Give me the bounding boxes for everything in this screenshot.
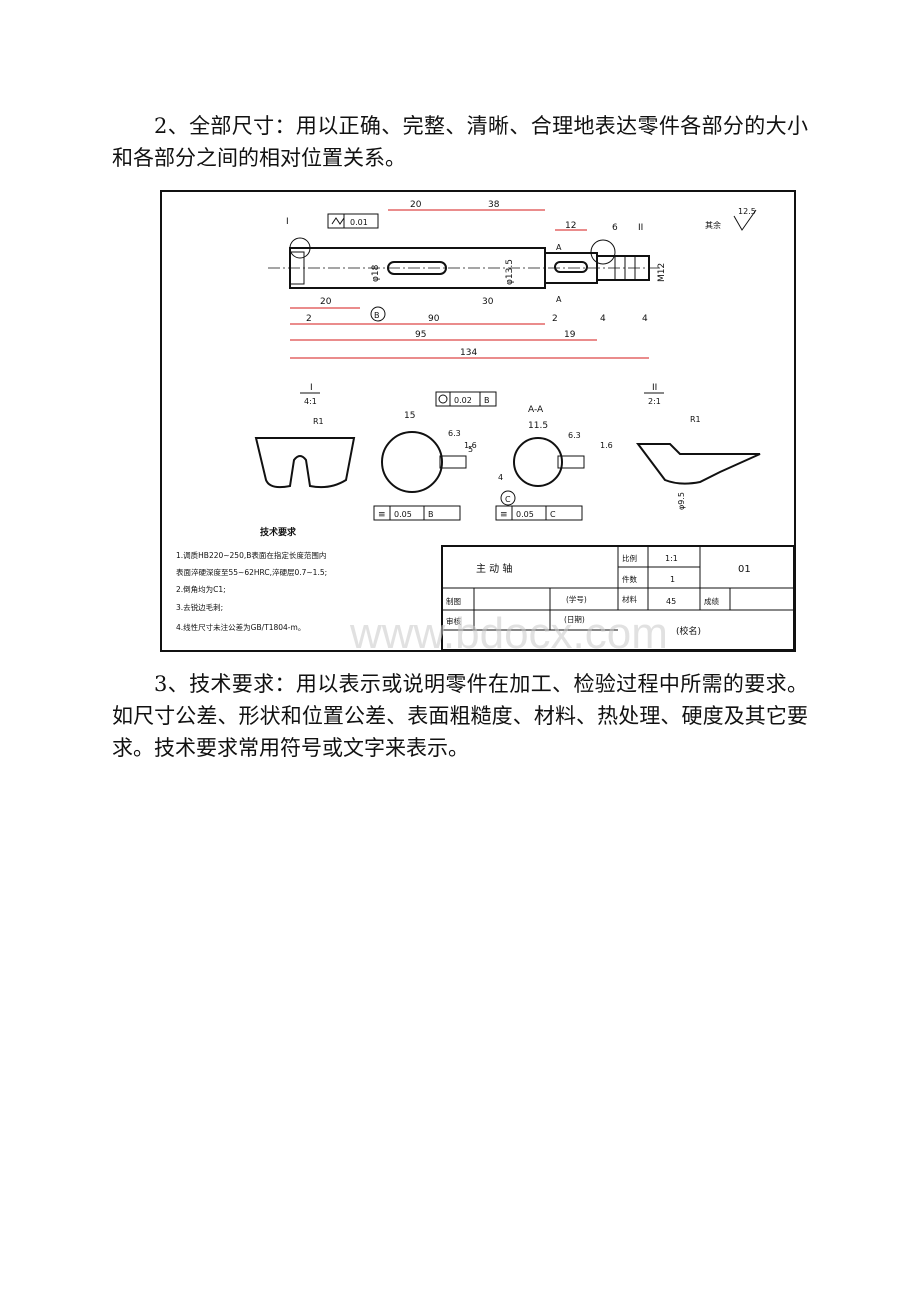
section-1-dim-5: 5 (468, 445, 473, 454)
cylindricity-icon (331, 217, 345, 225)
detail-I-R1: R1 (313, 417, 324, 426)
tech-req-line-1: 1.调质HB220~250,B表面在指定长度范围内 (176, 550, 326, 560)
symmetry-2-datum: C (550, 510, 556, 519)
title-date: (日期) (564, 615, 585, 624)
title-material-label: 材料 (622, 594, 637, 604)
roughness-default-value: 12.5 (738, 207, 756, 216)
section-1-keyway (439, 455, 467, 469)
title-draw-label: 制图 (446, 596, 461, 606)
section-1-rough: 6.3 (448, 429, 461, 438)
tech-req-title: 技术要求 (260, 526, 297, 538)
title-part-name: 主 动 轴 (476, 562, 512, 575)
section-1-dim-15: 15 (404, 411, 415, 421)
dim-bottom-2a: 2 (306, 314, 312, 324)
section-AA-rough-2: 1.6 (600, 441, 613, 450)
title-grade-label: 成绩 (704, 596, 719, 606)
title-scale-label: 比例 (622, 553, 637, 563)
dim-bottom-4b: 4 (642, 314, 648, 324)
datum-C-circle (500, 490, 516, 506)
detail-II-title: II (652, 383, 657, 393)
detail-II-dia: φ9.5 (677, 492, 686, 510)
detail-I-circle (289, 237, 311, 259)
dim-top-12: 12 (565, 221, 576, 231)
datum-B-circle (370, 306, 386, 322)
section-AA-rough: 6.3 (568, 431, 581, 440)
symmetry-1-value: 0.05 (394, 510, 412, 519)
detail-I-profile (254, 437, 356, 489)
section-1-circle (381, 431, 443, 493)
detail-I-scale: 4:1 (304, 397, 317, 406)
keyway-2 (554, 261, 588, 273)
detail-II-R1: R1 (690, 415, 701, 424)
tech-req-line-3: 2.倒角均为C1; (176, 584, 226, 594)
section-AA-dim-11-5: 11.5 (528, 421, 548, 431)
symmetry-1-icon: ≡ (378, 510, 386, 520)
dia-M12: M12 (657, 263, 667, 282)
dia-13-5: φ13.5 (505, 259, 515, 285)
title-drawing-no: 01 (738, 564, 751, 575)
section-cut-A-bottom: A (556, 295, 562, 304)
runout-value: 0.02 (454, 396, 472, 405)
detail-II-ref: II (638, 223, 643, 233)
detail-II-circle (590, 239, 616, 265)
title-material-value: 45 (666, 597, 676, 606)
section-AA-keyway (557, 455, 585, 469)
symmetry-frame-1 (373, 505, 461, 521)
paragraph-technical-requirements: 3、技术要求：用以表示或说明零件在加工、检验过程中所需的要求。如尺寸公差、形状和… (112, 672, 808, 760)
tech-req-line-5: 4.线性尺寸未注公差为GB/T1804-m。 (176, 622, 305, 632)
paragraph-all-dimensions: 2、全部尺寸：用以正确、完整、清晰、合理地表达零件各部分的大小和各部分之间的相对… (112, 114, 808, 170)
dim-bottom-20: 20 (320, 297, 332, 307)
dim-bottom-19: 19 (564, 330, 576, 340)
roughness-symbol-icon (733, 209, 757, 231)
tech-req-line-4: 3.去锐边毛刺; (176, 602, 223, 612)
tech-req-line-2: 表面淬硬深度至55~62HRC,淬硬层0.7~1.5; (176, 567, 327, 577)
runout-icon (438, 394, 448, 404)
dim-bottom-95: 95 (415, 330, 426, 340)
detail-I-ref: I (286, 217, 289, 227)
title-block (441, 545, 795, 651)
dim-bottom-2b: 2 (552, 314, 558, 324)
roughness-other-label: 其余 (705, 220, 721, 230)
detail-II-scale: 2:1 (648, 397, 661, 406)
dim-top-6: 6 (612, 223, 618, 233)
dia-18: φ18 (371, 264, 381, 282)
section-AA-dim-4: 4 (498, 473, 503, 482)
dim-top-20: 20 (410, 200, 422, 210)
dim-top-38: 38 (488, 200, 500, 210)
detail-I-title: I (310, 383, 313, 393)
dim-bottom-134: 134 (460, 348, 477, 358)
title-qty-label: 件数 (622, 574, 637, 584)
title-scale-value: 1:1 (665, 554, 678, 563)
runout-datum: B (484, 396, 490, 405)
detail-II-profile (636, 443, 761, 485)
section-AA-title: A-A (528, 405, 544, 415)
engineering-drawing: 其余 12.5 I II 0.01 20 38 12 6 φ18 φ13.5 M… (160, 190, 796, 652)
section-1-rough-2: 1.6 (464, 441, 477, 450)
symmetry-frame-2 (495, 505, 583, 521)
section-cut-A-top: A (556, 243, 562, 252)
shaft-thread (596, 255, 650, 281)
watermark-text: www.bdocx.com (349, 609, 668, 652)
title-check-label: 审核 (446, 616, 461, 626)
symmetry-2-value: 0.05 (516, 510, 534, 519)
title-school: (校名) (676, 625, 701, 637)
datum-C-label: C (505, 495, 511, 504)
symmetry-2-icon: ≡ (500, 510, 508, 520)
tolerance-frame-top (327, 213, 379, 229)
shaft-chamfer-left (289, 251, 305, 285)
title-qty-value: 1 (670, 575, 675, 584)
section-AA-circle (513, 437, 563, 487)
tolerance-top-value: 0.01 (350, 218, 368, 227)
dim-bottom-30: 30 (482, 297, 494, 307)
runout-frame (435, 391, 497, 407)
symmetry-1-datum: B (428, 510, 434, 519)
datum-B-label: B (374, 311, 380, 320)
title-student-no: (学号) (566, 594, 587, 604)
dim-bottom-4a: 4 (600, 314, 606, 324)
dim-bottom-90: 90 (428, 314, 440, 324)
keyway-1 (387, 261, 447, 275)
